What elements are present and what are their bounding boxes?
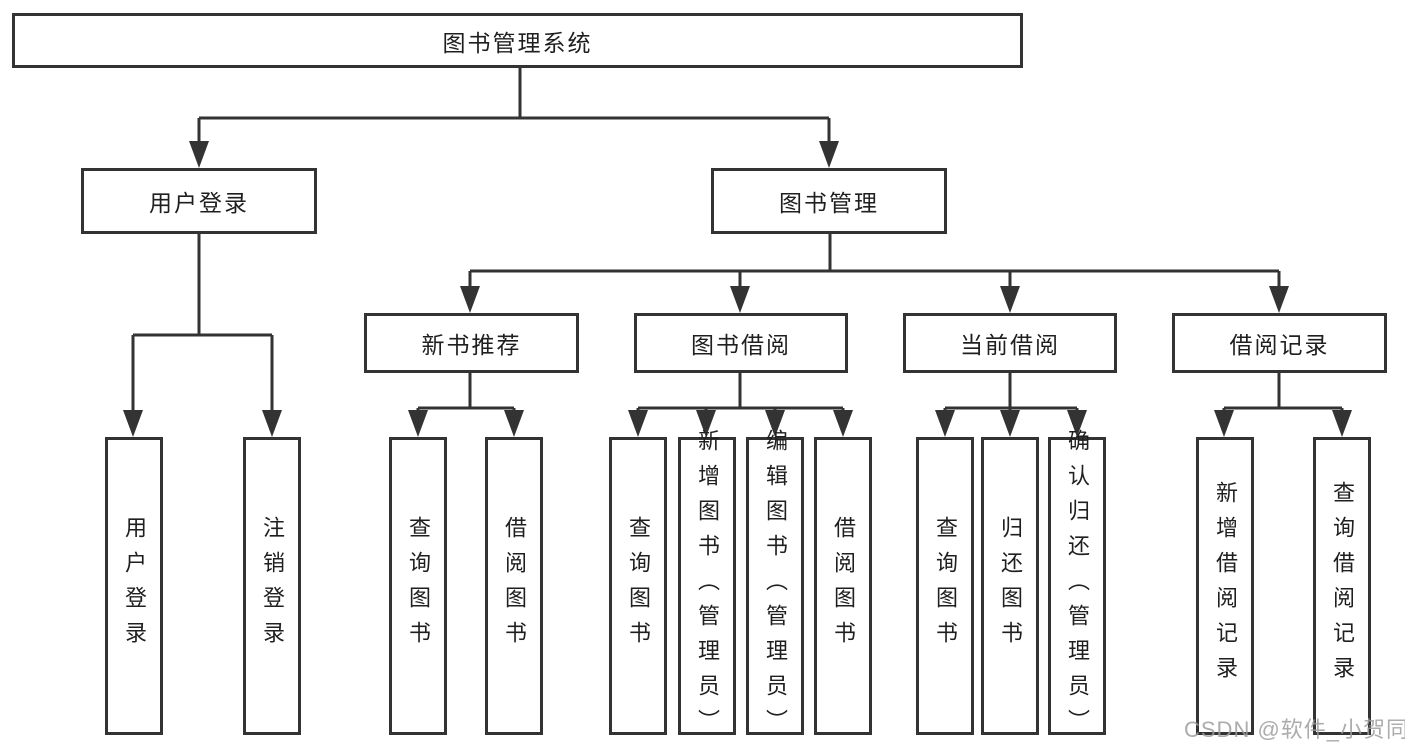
query-books-leaf-3: 查询图书 — [916, 437, 974, 735]
current-borrow-node: 当前借阅 — [903, 313, 1117, 373]
logout-leaf-label: 注销登录 — [260, 516, 285, 656]
user-login-node-label: 用户登录 — [149, 190, 249, 216]
borrow-books-leaf-1: 借阅图书 — [485, 437, 543, 735]
user-login-node: 用户登录 — [81, 168, 317, 234]
query-borrow-record-leaf-label: 查询借阅记录 — [1330, 481, 1355, 691]
borrow-records-label: 借阅记录 — [1229, 332, 1330, 358]
new-book-recommend-label: 新书推荐 — [421, 332, 522, 358]
root-node: 图书管理系统 — [12, 13, 1023, 68]
current-borrow-label: 当前借阅 — [960, 332, 1060, 358]
new-book-recommend-node: 新书推荐 — [364, 313, 579, 373]
book-borrow-label: 图书借阅 — [691, 332, 791, 358]
query-books-leaf-2: 查询图书 — [609, 437, 667, 735]
book-management-node: 图书管理 — [711, 168, 947, 234]
user-login-leaf: 用户登录 — [105, 437, 163, 735]
return-books-leaf-label: 归还图书 — [998, 516, 1023, 656]
query-borrow-record-leaf: 查询借阅记录 — [1313, 437, 1371, 735]
borrow-books-leaf-2-label: 借阅图书 — [831, 516, 856, 656]
add-borrow-record-leaf: 新增借阅记录 — [1196, 437, 1254, 735]
user-login-leaf-label: 用户登录 — [122, 516, 147, 656]
query-books-leaf-3-label: 查询图书 — [933, 516, 958, 656]
add-books-admin-leaf-label: 新增图书（管理员） — [695, 428, 720, 744]
confirm-return-admin-leaf-label: 确认归还（管理员） — [1065, 428, 1090, 744]
confirm-return-admin-leaf: 确认归还（管理员） — [1048, 429, 1106, 744]
query-books-leaf-1: 查询图书 — [389, 437, 447, 735]
arrowheads — [123, 141, 1352, 437]
root-node-label: 图书管理系统 — [442, 29, 593, 56]
return-books-leaf: 归还图书 — [981, 437, 1039, 735]
logout-leaf: 注销登录 — [243, 437, 301, 735]
edit-books-admin-leaf-label: 编辑图书（管理员） — [763, 428, 788, 744]
query-books-leaf-2-label: 查询图书 — [626, 516, 651, 656]
borrow-records-node: 借阅记录 — [1172, 313, 1387, 373]
book-borrow-node: 图书借阅 — [634, 313, 848, 373]
query-books-leaf-1-label: 查询图书 — [406, 516, 431, 656]
csdn-watermark: CSDN @软件_小贺同学 — [1184, 717, 1405, 742]
borrow-books-leaf-1-label: 借阅图书 — [502, 516, 527, 656]
borrow-books-leaf-2: 借阅图书 — [814, 437, 872, 735]
book-management-node-label: 图书管理 — [779, 190, 879, 216]
edit-books-admin-leaf: 编辑图书（管理员） — [746, 429, 804, 744]
add-books-admin-leaf: 新增图书（管理员） — [678, 429, 736, 744]
add-borrow-record-leaf-label: 新增借阅记录 — [1213, 481, 1238, 691]
